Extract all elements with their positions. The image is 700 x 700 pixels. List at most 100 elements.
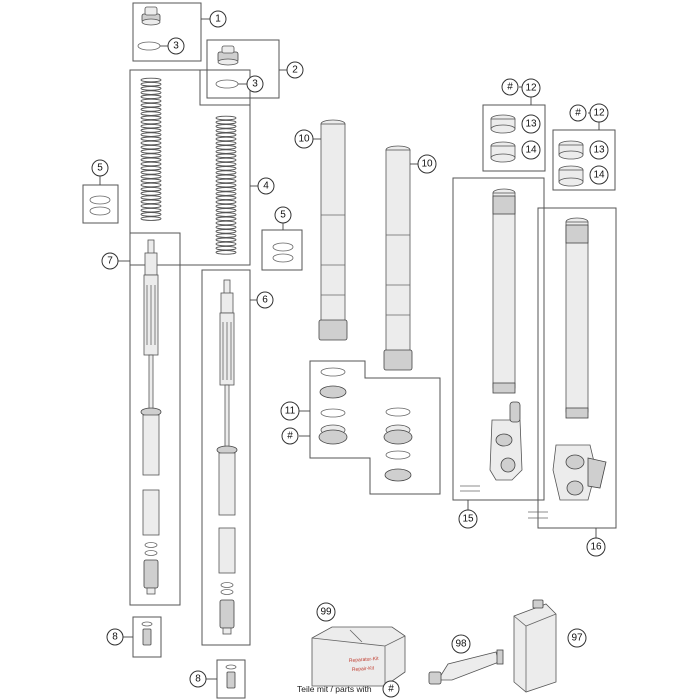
- spring-coil: [140, 212, 162, 217]
- spring-coil: [140, 119, 162, 125]
- svg-text:11: 11: [285, 406, 296, 417]
- spring-coil: [140, 199, 162, 205]
- washer-5a: [89, 195, 111, 216]
- callout-7: 7: [101, 252, 119, 270]
- spring-coil: [140, 203, 162, 209]
- callout-8a: 8: [106, 628, 124, 646]
- spring-coil: [215, 174, 237, 180]
- svg-text:98: 98: [455, 639, 467, 650]
- spring-coil: [140, 86, 162, 91]
- svg-text:14: 14: [593, 170, 605, 181]
- callout-13a: 13: [521, 114, 541, 134]
- svg-text:99: 99: [320, 607, 332, 618]
- outer-tube-16: [528, 217, 607, 519]
- spring-coil: [215, 250, 237, 255]
- spring-coil: [140, 186, 162, 192]
- callout-11-hash: #: [281, 427, 299, 445]
- parts-with-caption: Teile mit / parts with: [297, 684, 372, 694]
- callout-12a: 12: [521, 78, 541, 98]
- valve-8b: [225, 664, 237, 689]
- svg-text:8: 8: [195, 674, 201, 685]
- spring-left: [140, 77, 162, 221]
- svg-text:15: 15: [462, 514, 474, 525]
- spring-coil: [140, 132, 162, 137]
- callout-8b: 8: [189, 670, 207, 688]
- spring-coil: [140, 170, 162, 175]
- caption-hash-callout: #: [382, 680, 400, 698]
- spring-coil: [215, 178, 237, 184]
- svg-text:4: 4: [263, 181, 269, 192]
- svg-text:#: #: [507, 82, 513, 93]
- box-outer-tube-16: [537, 207, 617, 529]
- svg-text:6: 6: [262, 295, 268, 306]
- callout-14b: 14: [589, 165, 609, 185]
- spring-coil: [140, 153, 162, 158]
- callout-12b-hash: #: [569, 104, 587, 122]
- leader-lines: [99, 18, 600, 680]
- spring-coil: [215, 136, 237, 142]
- box-kit-11: [309, 360, 441, 495]
- spring-coil: [140, 115, 162, 121]
- svg-text:3: 3: [252, 79, 258, 90]
- callout-12b: 12: [589, 103, 609, 123]
- box-spring-4-inner: [199, 70, 251, 265]
- callout-1: 1: [209, 10, 227, 28]
- spring-coil: [140, 191, 162, 196]
- svg-text:16: 16: [590, 542, 602, 553]
- callout-98: 98: [451, 634, 471, 654]
- callout-14a: 14: [521, 140, 541, 160]
- spring-coil: [140, 136, 162, 142]
- spring-coil: [140, 165, 162, 171]
- spring-coil: [140, 157, 162, 163]
- spring-coil: [215, 212, 237, 217]
- callout-3b: 3: [246, 75, 264, 93]
- callout-6: 6: [256, 291, 274, 309]
- svg-text:10: 10: [298, 134, 310, 145]
- spring-coil: [140, 149, 162, 154]
- spring-coil: [140, 98, 162, 104]
- spring-coil: [215, 237, 237, 243]
- spring-coil: [140, 102, 162, 108]
- box-part-1: [132, 2, 202, 62]
- screw-cap-1: [141, 6, 161, 26]
- svg-text:#: #: [388, 684, 394, 695]
- spring-coil: [140, 161, 162, 167]
- spring-right: [215, 115, 237, 255]
- box-part-2: [206, 39, 280, 99]
- spring-coil: [215, 153, 237, 159]
- box-cartridge-7: [129, 232, 181, 606]
- spring-coil: [215, 245, 237, 251]
- svg-text:13: 13: [593, 145, 605, 156]
- spring-coil: [215, 224, 237, 230]
- spring-coil: [215, 208, 237, 213]
- valve-8a: [141, 621, 153, 646]
- spring-coil: [215, 199, 237, 205]
- svg-text:7: 7: [107, 256, 113, 267]
- spring-coil: [215, 229, 237, 234]
- callout-3a: 3: [167, 37, 185, 55]
- spring-coil: [215, 115, 237, 121]
- callout-97: 97: [567, 628, 587, 648]
- spring-coil: [215, 128, 237, 133]
- spring-coil: [215, 203, 237, 209]
- spring-coil: [140, 182, 162, 188]
- callout-10a: 10: [294, 129, 314, 149]
- spring-coil: [215, 233, 237, 238]
- o-ring-3a: [137, 41, 161, 51]
- inner-tube-10b: [383, 145, 413, 371]
- svg-text:#: #: [575, 108, 581, 119]
- spring-coil: [215, 170, 237, 175]
- cartridge-7: [140, 239, 162, 595]
- callout-15: 15: [458, 509, 478, 529]
- spring-coil: [215, 191, 237, 196]
- spring-coil: [140, 94, 162, 100]
- callout-11: 11: [280, 401, 300, 421]
- spring-coil: [140, 90, 162, 95]
- seal-kit-11: [318, 367, 413, 482]
- spring-coil: [215, 157, 237, 163]
- callout-2: 2: [286, 61, 304, 79]
- cartridge-6: [216, 279, 238, 635]
- callout-99: 99: [316, 602, 336, 622]
- spring-coil: [140, 128, 162, 133]
